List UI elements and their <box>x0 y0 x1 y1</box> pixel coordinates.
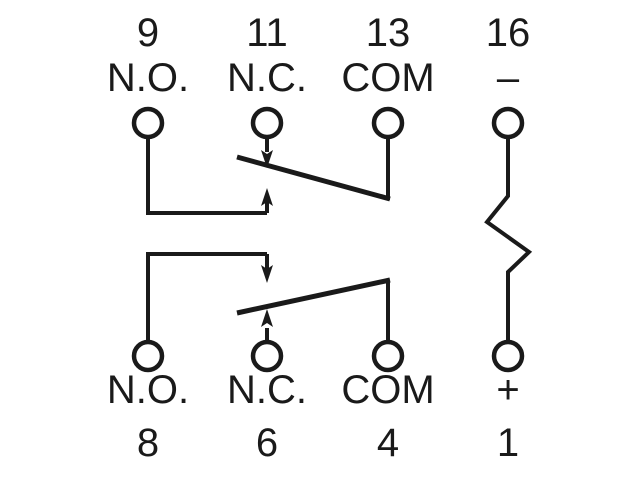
bottom-pin-number-labels: 8 6 4 1 <box>137 421 519 465</box>
terminal-circle-pin-8 <box>131 339 165 373</box>
terminal-circle-pin-6 <box>250 339 284 373</box>
top-pin-number-11: 11 <box>246 11 288 55</box>
top-terminal-name-no: N.O. <box>107 56 189 100</box>
terminal-circle-pin-11 <box>250 106 284 140</box>
top-terminal-name-com: COM <box>341 56 434 100</box>
bottom-pin-number-4: 4 <box>377 421 399 465</box>
lower-no-wire <box>146 252 267 342</box>
upper-no-wire <box>146 137 267 215</box>
top-terminal-name-nc: N.C. <box>227 56 307 100</box>
lower-nc-arrow-head-up <box>261 309 273 327</box>
bottom-terminal-name-labels: N.O. N.C. COM + <box>107 368 520 412</box>
lower-contact-group <box>131 252 405 373</box>
bottom-pin-number-8: 8 <box>137 421 159 465</box>
top-terminal-name-minus: – <box>497 56 520 100</box>
bottom-pin-number-1: 1 <box>497 421 519 465</box>
coil-zigzag-symbol <box>484 137 533 342</box>
terminal-circle-pin-13 <box>371 106 405 140</box>
upper-nc-arrow-head-down <box>261 150 273 168</box>
terminal-circle-pin-9 <box>131 106 165 140</box>
upper-switch-blade <box>236 154 391 202</box>
top-pin-number-labels: 9 11 13 16 <box>137 11 530 55</box>
bottom-terminal-name-plus: + <box>496 368 519 412</box>
terminal-circle-pin-16 <box>491 106 525 140</box>
bottom-terminal-name-nc: N.C. <box>227 368 307 412</box>
top-pin-number-13: 13 <box>366 11 411 55</box>
upper-contact-group <box>131 106 405 215</box>
top-terminal-name-labels: N.O. N.C. COM – <box>107 56 520 100</box>
lower-no-arrow-head-down <box>261 265 273 283</box>
lower-switch-blade <box>236 277 391 316</box>
top-pin-number-16: 16 <box>486 11 531 55</box>
upper-no-arrow-head-up <box>261 188 273 206</box>
terminal-circle-pin-1 <box>491 339 525 373</box>
bottom-terminal-name-com: COM <box>341 368 434 412</box>
top-pin-number-9: 9 <box>137 11 159 55</box>
terminal-circle-pin-4 <box>371 339 405 373</box>
bottom-pin-number-6: 6 <box>256 421 278 465</box>
coil-group <box>484 106 533 373</box>
bottom-terminal-name-no: N.O. <box>107 368 189 412</box>
